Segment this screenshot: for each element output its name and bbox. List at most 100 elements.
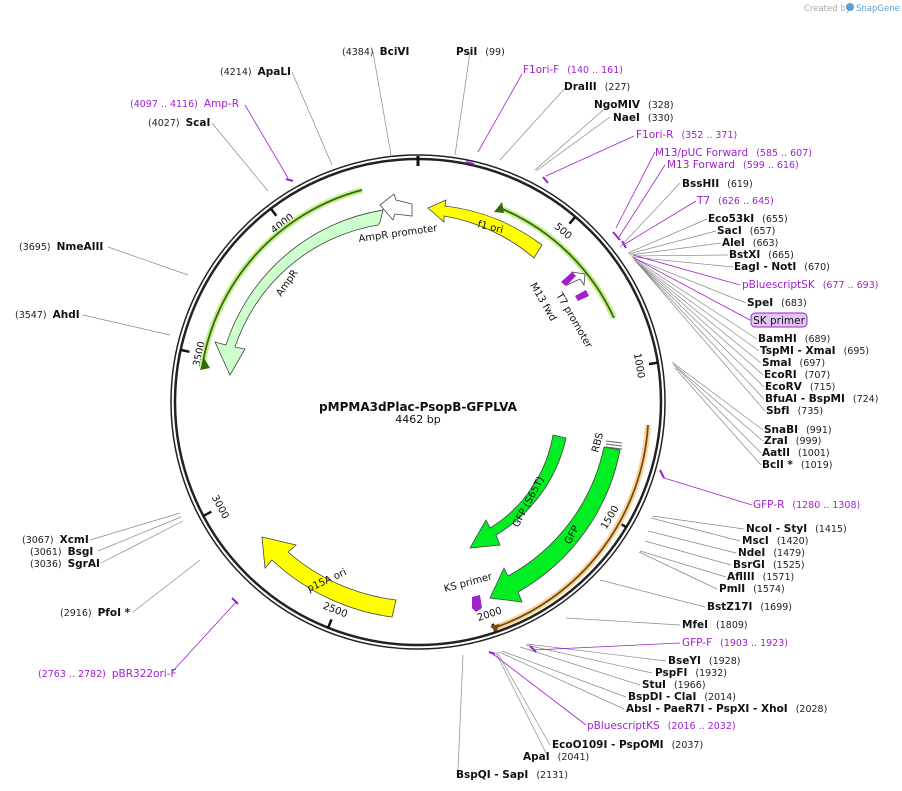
primer-f1ori-r: F1ori-R(352 .. 371)	[636, 129, 737, 141]
enzyme-bsshii: BssHII(619)	[682, 178, 753, 190]
enzyme-mfei: MfeI(1809)	[682, 619, 748, 631]
enzyme-nmeaiii: (3695)NmeAIII	[19, 241, 103, 253]
enzyme-bstxi: BstXI(665)	[729, 249, 794, 261]
enzyme-ecorv: EcoRV(715)	[765, 381, 835, 393]
enzyme-apali: (4214)ApaLI	[220, 66, 291, 78]
plasmid-title-block: pMPMA3dPlac-PsopB-GFPLVA 4462 bp	[319, 400, 518, 426]
watermark-brand: SnapGene	[856, 4, 900, 14]
primer-gfp-f: GFP-F(1903 .. 1923)	[682, 637, 788, 649]
ruler-tick-500	[568, 215, 577, 225]
primer-m13-forward: M13 Forward(599 .. 616)	[667, 159, 799, 171]
enzyme-bamhi: BamHI(689)	[758, 333, 830, 345]
enzyme-pfoi: (2916)PfoI *	[60, 607, 131, 619]
enzyme-ndei: NdeI(1479)	[738, 547, 805, 559]
enzyme-bseyi: BseYI(1928)	[668, 655, 740, 667]
enzyme-ncoi-styi: NcoI - StyI(1415)	[746, 523, 847, 535]
enzyme-absi-xhoi: AbsI - PaeR7I - PspXI - XhoI(2028)	[626, 703, 827, 715]
enzyme-eco53ki: Eco53kI(655)	[708, 213, 788, 225]
ampr-region-arc	[201, 189, 363, 369]
label-leader-lines	[82, 51, 766, 771]
enzyme-sgrai: (3036)SgrAI	[30, 558, 100, 570]
enzyme-smai: SmaI(697)	[762, 357, 825, 369]
ks-primer-feature	[472, 595, 482, 612]
m13-fwd-feature-2	[575, 290, 589, 301]
m13-fwd-feature	[561, 272, 576, 286]
enzyme-spei: SpeI(683)	[747, 297, 807, 309]
feature-arcs	[199, 187, 651, 632]
enzyme-tspmi-xmai: TspMI - XmaI(695)	[760, 345, 869, 357]
gfp-s65t-feature	[469, 434, 567, 549]
enzyme-bspqi-sapi: BspQI - SapI(2131)	[456, 769, 568, 781]
enzyme-bsgi: (3061)BsgI	[30, 546, 93, 558]
primer-binding-marks	[231, 161, 665, 655]
gfp-feature	[489, 446, 621, 603]
gfplva-region-arc	[493, 424, 649, 629]
feature-label-ks-primer: KS primer	[443, 571, 494, 595]
enzyme-labels: (4384)BciVI (4214)ApaLI (4027)ScaI (3695…	[15, 46, 878, 781]
enzyme-msci: MscI(1420)	[742, 535, 808, 547]
enzyme-saci: SacI(657)	[717, 225, 775, 237]
enzyme-ngomiv: NgoMIV(328)	[594, 99, 674, 111]
enzyme-draiii: DraIII(227)	[564, 81, 630, 93]
enzyme-sbfi: SbfI(735)	[766, 405, 823, 417]
sk-primer-badge	[750, 312, 808, 328]
ruler-tick-4000	[269, 207, 278, 217]
feature-label-m13-fwd: M13 fwd	[527, 281, 558, 323]
snapgene-logo-icon	[846, 3, 854, 11]
enzyme-xcmi: (3067)XcmI	[22, 534, 89, 546]
lacz-region-arrowhead	[494, 202, 504, 213]
primer-amp-r: (4097 .. 4116)Amp-R	[130, 98, 239, 110]
primer-sk-primer: SK primer	[750, 312, 808, 328]
ampr-region-arrowhead	[200, 358, 210, 370]
ruler-tick-1000	[648, 361, 658, 366]
ruler-tick-3500	[180, 348, 190, 354]
primer-m13-puc-forward: M13/pUC Forward(585 .. 607)	[655, 147, 812, 159]
watermark-prefix: Created by	[804, 4, 851, 14]
enzyme-eco0109i-pspomi: EcoO109I - PspOMI(2037)	[552, 739, 703, 751]
enzyme-bsrgi: BsrGI(1525)	[733, 559, 805, 571]
enzyme-pspfi: PspFI(1932)	[655, 667, 727, 679]
enzyme-ecori: EcoRI(707)	[764, 369, 830, 381]
enzyme-psii: PsiI(99)	[456, 46, 505, 58]
enzyme-afliii: AflIII(1571)	[727, 571, 794, 583]
enzyme-bcivi: (4384)BciVI	[342, 46, 409, 58]
enzyme-bspdi-clai: BspDI - ClaI(2014)	[628, 691, 736, 703]
enzyme-zrai: ZraI(999)	[764, 435, 821, 447]
feature-label-t7-promoter: T7 promoter	[553, 290, 594, 351]
primer-labels: (4097 .. 4116)Amp-R F1ori-F(140 .. 161) …	[38, 64, 878, 732]
sk-primer-label: SK primer	[753, 315, 805, 327]
plasmid-length: 4462 bp	[395, 413, 440, 426]
primer-pbr322ori-f: (2763 .. 2782)pBR322ori-F	[38, 668, 177, 680]
enzyme-bstz17i: BstZ17I(1699)	[707, 601, 792, 613]
enzyme-bcli: BclI *(1019)	[762, 459, 832, 471]
rbs-feature	[605, 440, 623, 450]
primer-t7: T7(626 .. 645)	[696, 195, 774, 207]
snapgene-watermark: Created by SnapGene	[804, 3, 900, 14]
feature-label-rbs: RBS	[590, 432, 606, 454]
ampr-promoter-feature	[379, 193, 413, 221]
p15a-ori-feature	[261, 536, 397, 618]
primer-gfp-r: GFP-R(1280 .. 1308)	[753, 499, 860, 511]
enzyme-naei: NaeI(330)	[613, 112, 673, 124]
plasmid-name: pMPMA3dPlac-PsopB-GFPLVA	[319, 400, 518, 414]
enzyme-eagi-noti: EagI - NotI(670)	[734, 261, 830, 273]
enzyme-aatii: AatII(1001)	[762, 447, 830, 459]
enzyme-bfuai-bspmi: BfuAI - BspMI(724)	[765, 393, 878, 405]
f1-ori-feature	[427, 199, 543, 259]
lacz-region-arc	[499, 207, 615, 319]
ruler-tick-2500	[326, 618, 333, 629]
primer-leader-lines	[171, 73, 753, 726]
ruler-tick-3000	[202, 510, 212, 518]
enzyme-stui: StuI(1966)	[642, 679, 706, 691]
plasmid-backbone	[170, 154, 666, 650]
ruler-label-3000: 3000	[209, 493, 231, 521]
feature-label-gfp-s65t: GFP (S65T)	[511, 475, 547, 529]
primer-pbluescriptsk: pBluescriptSK(677 .. 693)	[742, 279, 878, 291]
ampr-feature	[214, 209, 384, 376]
enzyme-snabi: SnaBI(991)	[764, 424, 832, 436]
primer-pbluescriptks: pBluescriptKS(2016 .. 2032)	[587, 720, 736, 732]
primer-f1ori-f: F1ori-F(140 .. 161)	[523, 64, 623, 76]
ruler-label-1000: 1000	[631, 352, 646, 379]
